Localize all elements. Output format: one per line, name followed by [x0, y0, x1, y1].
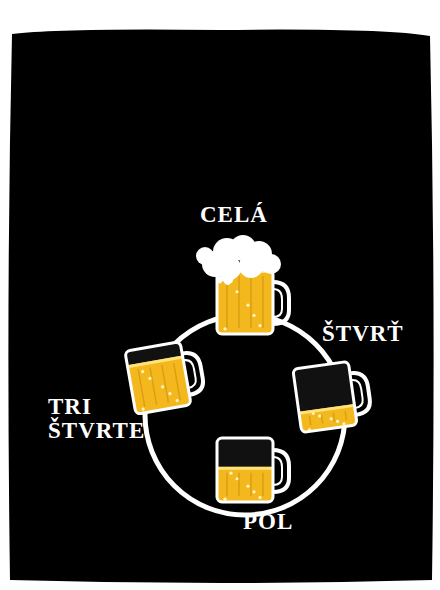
beer-mug: [293, 359, 373, 432]
beer-mug: [125, 339, 207, 415]
mugs: [125, 235, 373, 502]
black-ground: [8, 30, 433, 584]
fill-label: ŠTVRŤ: [322, 322, 422, 346]
beer-mug: [196, 235, 289, 334]
fill-label: TRI ŠTVRTE: [48, 395, 144, 443]
fill-label: POL: [243, 510, 323, 534]
fill-label: CELÁ: [200, 203, 290, 227]
beer-mug: [217, 438, 289, 502]
